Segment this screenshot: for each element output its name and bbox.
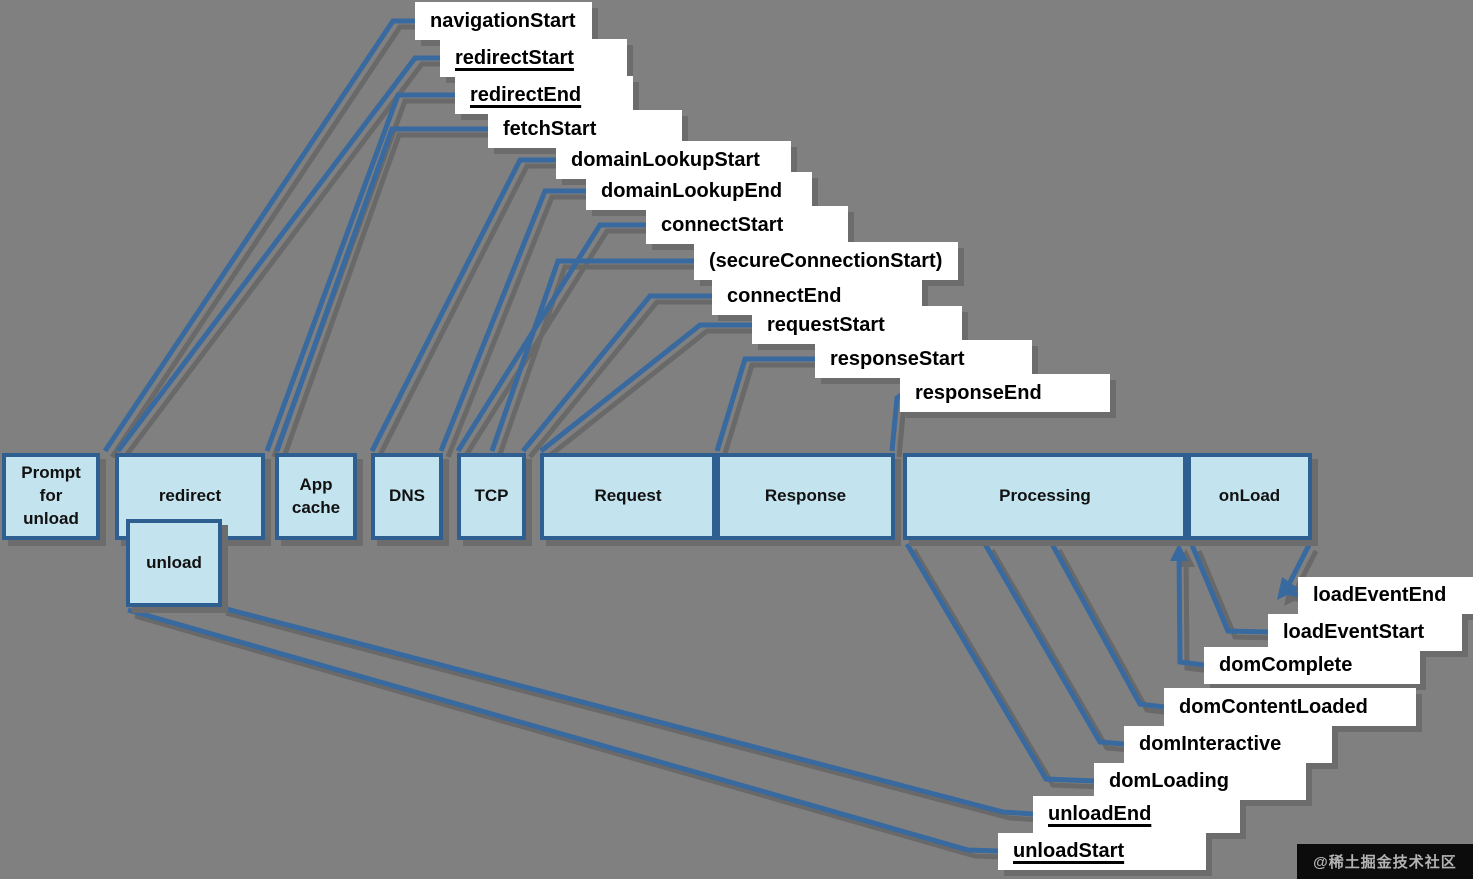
event-label-domainLookupEnd: domainLookupEnd bbox=[586, 172, 812, 210]
line-shadow-redirectStart bbox=[123, 61, 447, 459]
line-shadow-unloadEnd bbox=[225, 610, 1041, 823]
line-shadow-secureConnectionStart bbox=[496, 264, 701, 458]
connector-line-domLoading bbox=[904, 542, 1095, 784]
line-shadow-loadEventStart bbox=[1196, 550, 1276, 641]
connector-line-unloadEnd bbox=[218, 604, 1034, 817]
connector-line-redirectEnd bbox=[264, 92, 455, 452]
phase-box-label: onLoad bbox=[1218, 486, 1281, 506]
line-shadow-navigationStart bbox=[109, 24, 422, 459]
event-label-text: connectEnd bbox=[727, 284, 842, 307]
connector-line-domainLookupStart bbox=[369, 157, 556, 453]
phase-box-label: App cache bbox=[291, 474, 341, 517]
phase-box-processing: Processing bbox=[903, 453, 1187, 540]
event-label-text: navigationStart bbox=[430, 9, 576, 32]
connector-line-navigationStart bbox=[102, 18, 415, 453]
phase-box-tcp: TCP bbox=[457, 453, 526, 540]
line-shadow-domainLookupEnd bbox=[445, 194, 593, 458]
phase-box-label: DNS bbox=[389, 486, 425, 506]
watermark-badge: @稀土掘金技术社区 bbox=[1297, 844, 1473, 879]
phase-box-request: Request bbox=[540, 453, 716, 540]
event-label-text: loadEventEnd bbox=[1313, 584, 1447, 606]
event-label-text: domainLookupEnd bbox=[601, 179, 783, 202]
connector-line-loadEventStart bbox=[1189, 544, 1269, 635]
phase-box-label: TCP bbox=[474, 486, 509, 506]
event-label-text: connectStart bbox=[661, 213, 784, 236]
event-label-text: responseStart bbox=[830, 347, 965, 370]
connector-line-requestStart bbox=[539, 322, 752, 453]
phase-box-label: Response bbox=[764, 486, 847, 506]
line-shadow-domainLookupStart bbox=[376, 163, 563, 459]
event-label-domComplete: domComplete bbox=[1204, 647, 1420, 684]
domComplete-up-arrow bbox=[1170, 543, 1188, 561]
event-label-text: (secureConnectionStart) bbox=[709, 249, 943, 272]
event-label-redirectEnd: redirectEnd bbox=[455, 76, 633, 114]
event-label-requestStart: requestStart bbox=[752, 306, 962, 344]
line-shadow-connectStart bbox=[462, 228, 653, 459]
event-label-connectStart: connectStart bbox=[646, 206, 848, 244]
event-label-loadEventEnd: loadEventEnd bbox=[1298, 577, 1473, 614]
event-label-responseStart: responseStart bbox=[815, 340, 1032, 378]
connector-line-connectStart bbox=[455, 222, 646, 453]
event-label-text: unloadStart bbox=[1013, 840, 1125, 862]
phase-box-prompt-for-unload: Prompt for unload bbox=[2, 453, 100, 540]
connector-line-connectEnd bbox=[521, 293, 712, 453]
event-label-text: domLoading bbox=[1109, 770, 1229, 792]
event-label-unloadEnd: unloadEnd bbox=[1033, 796, 1240, 833]
event-label-text: domContentLoaded bbox=[1179, 695, 1368, 718]
phase-box-label: Processing bbox=[999, 486, 1091, 506]
event-label-unloadStart: unloadStart bbox=[998, 833, 1206, 870]
event-label-text: fetchStart bbox=[503, 117, 597, 140]
connector-line-domInteractive bbox=[982, 542, 1125, 747]
event-label-domLoading: domLoading bbox=[1094, 763, 1306, 800]
phase-box-onload: onLoad bbox=[1187, 453, 1312, 540]
line-shadow-domLoading bbox=[911, 548, 1102, 790]
line-shadow-domComplete bbox=[1183, 553, 1212, 674]
event-label-text: domInteractive bbox=[1139, 733, 1282, 755]
line-shadow-responseStart bbox=[721, 362, 822, 458]
line-shadow-fetchStart bbox=[281, 132, 495, 458]
event-label-text: loadEventStart bbox=[1283, 621, 1425, 643]
connector-line-domContentLoaded bbox=[1049, 542, 1165, 710]
connector-line-fetchStart bbox=[274, 126, 488, 452]
line-shadow-domInteractive bbox=[989, 548, 1132, 753]
connector-line-domainLookupEnd bbox=[438, 188, 586, 452]
phase-box-label: Request bbox=[594, 486, 662, 506]
event-label-text: unloadEnd bbox=[1048, 803, 1152, 825]
phase-box-label: redirect bbox=[158, 486, 222, 506]
line-shadow-unloadStart bbox=[134, 613, 1006, 860]
loadEventEnd-sw-arrow bbox=[1277, 577, 1299, 600]
event-label-domContentLoaded: domContentLoaded bbox=[1164, 688, 1416, 726]
line-shadow-domContentLoaded bbox=[1056, 548, 1172, 716]
connector-line-unloadStart bbox=[127, 607, 999, 854]
event-label-text: redirectEnd bbox=[470, 83, 582, 106]
watermark-text: @稀土掘金技术社区 bbox=[1313, 854, 1457, 871]
phase-box-app-cache: App cache bbox=[275, 453, 357, 540]
event-label-text: domComplete bbox=[1219, 654, 1353, 676]
event-label-navigationStart: navigationStart bbox=[415, 2, 592, 40]
connector-line-domComplete bbox=[1176, 547, 1205, 668]
event-label-text: responseEnd bbox=[915, 381, 1042, 404]
phase-box-response: Response bbox=[716, 453, 895, 540]
event-label-loadEventStart: loadEventStart bbox=[1268, 614, 1462, 651]
event-label-responseEnd: responseEnd bbox=[900, 374, 1110, 412]
phase-box-dns: DNS bbox=[371, 453, 443, 540]
phase-box-label: Prompt for unload bbox=[21, 463, 81, 528]
event-label-text: requestStart bbox=[767, 313, 885, 336]
connector-line-secureConnectionStart bbox=[489, 258, 694, 452]
event-label-secureConnectionStart: (secureConnectionStart) bbox=[694, 242, 958, 280]
line-shadow-requestStart bbox=[546, 328, 759, 459]
event-label-text: redirectStart bbox=[455, 46, 574, 69]
event-label-redirectStart: redirectStart bbox=[440, 39, 627, 77]
phase-box-unload: unload bbox=[126, 519, 222, 607]
connector-line-responseStart bbox=[714, 356, 815, 452]
line-shadow-connectEnd bbox=[528, 299, 719, 459]
event-label-domInteractive: domInteractive bbox=[1124, 726, 1332, 763]
event-label-text: domainLookupStart bbox=[571, 148, 760, 171]
phase-box-label: unload bbox=[146, 552, 202, 572]
connector-line-redirectStart bbox=[116, 55, 440, 453]
